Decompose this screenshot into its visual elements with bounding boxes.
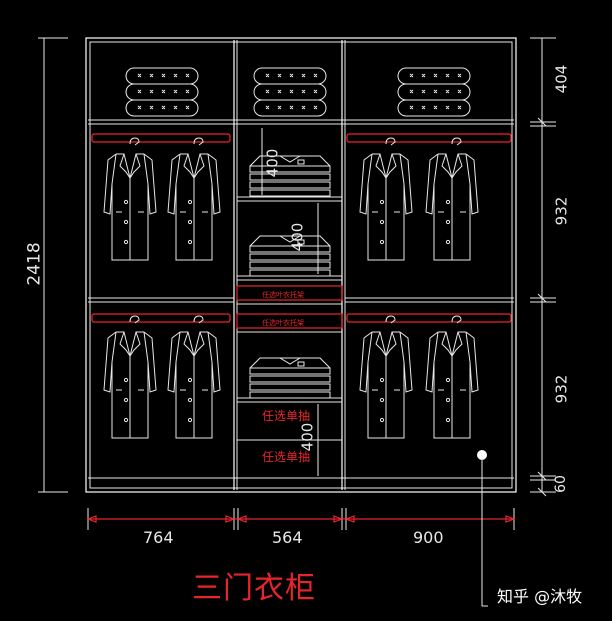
width-right: 900 — [413, 528, 444, 547]
coat-icon — [167, 315, 221, 439]
blanket-stack-middle — [254, 68, 326, 116]
drawer-option-label-1: 任选单抽 — [262, 409, 311, 423]
rod-right-lower — [346, 313, 512, 323]
dim-mid-400-a: 400 — [263, 148, 282, 178]
drawer-option-label-2: 任选单抽 — [262, 450, 311, 464]
coat-icon — [103, 315, 157, 439]
coat-icon — [359, 315, 413, 439]
dim-base: 60 — [552, 475, 569, 493]
watermark: 知乎 @沐牧 — [497, 587, 583, 606]
coat-icon — [167, 137, 221, 261]
rod-right-upper — [346, 133, 512, 143]
dim-mid-400-b: 400 — [288, 222, 307, 252]
dim-upper-hanging: 932 — [552, 196, 571, 226]
width-left: 764 — [143, 528, 174, 547]
drawing-title: 三门衣柜 — [192, 571, 316, 606]
coat-icon — [425, 315, 479, 439]
wardrobe-frame — [85, 37, 517, 493]
rack-option-2 — [236, 313, 343, 329]
rack-option-1 — [236, 285, 343, 301]
shirt-stack — [249, 357, 331, 399]
blanket-stack-left — [126, 68, 198, 116]
dim-top-shelf: 404 — [552, 64, 571, 94]
width-middle: 564 — [272, 528, 303, 547]
coat-icon — [103, 137, 157, 261]
blanket-stack-right — [398, 68, 470, 116]
rod-left-upper — [91, 133, 231, 143]
dim-total-height: 2418 — [24, 242, 45, 286]
coat-icon — [425, 137, 479, 261]
rack-option-label-2: 任选叶衣托架 — [262, 319, 304, 327]
dim-lower-hanging: 932 — [552, 374, 571, 404]
coat-icon — [359, 137, 413, 261]
rod-left-lower — [91, 313, 231, 323]
rack-option-label-1: 任选叶衣托架 — [262, 291, 304, 299]
